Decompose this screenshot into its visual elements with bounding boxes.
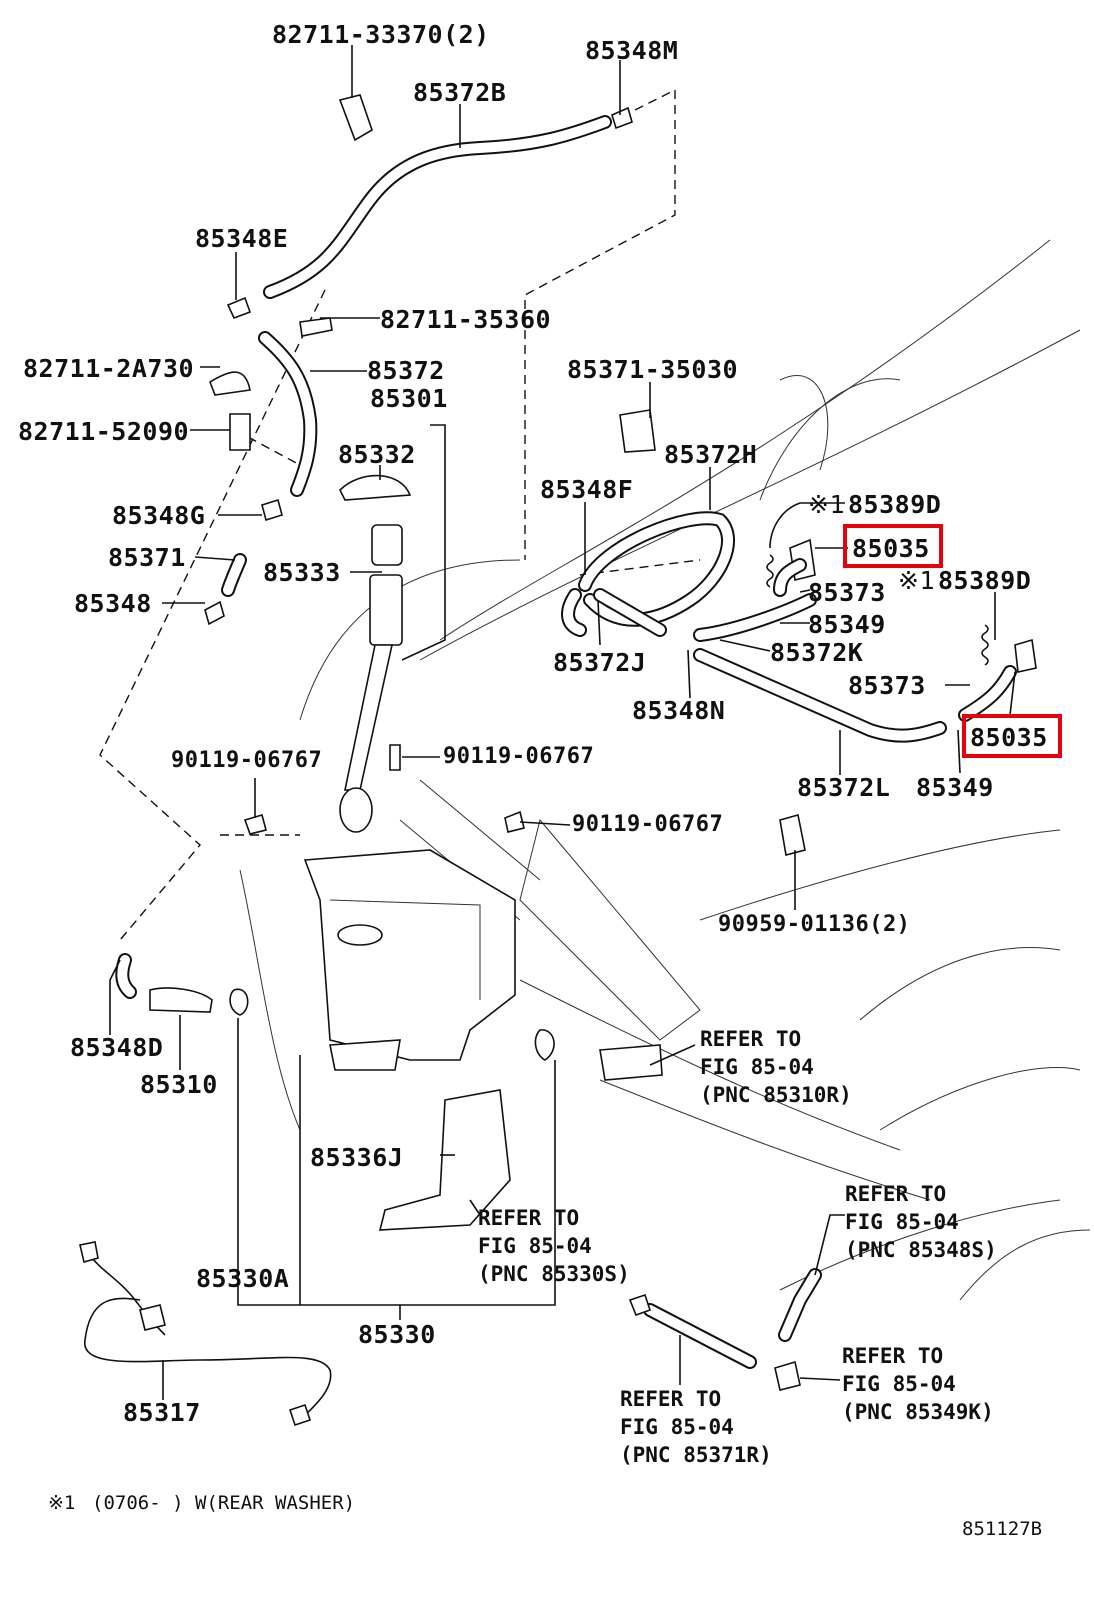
label-85372j: 85372J (553, 648, 647, 677)
label-85348f: 85348F (540, 475, 634, 504)
leader-lines (109, 45, 1016, 1400)
label-85333: 85333 (263, 558, 341, 587)
filler-neck (339, 524, 403, 833)
label-85332: 85332 (338, 440, 416, 469)
label-82711-52090: 82711-52090 (18, 417, 190, 446)
label-85330: 85330 (358, 1320, 436, 1349)
footnote-text: (0706- ) W(REAR WASHER) (92, 1492, 356, 1514)
ref-85349k-line1: REFER TO (842, 1344, 944, 1368)
label-85336j: 85336J (310, 1143, 404, 1172)
label-85373-b: 85373 (848, 671, 926, 700)
label-85372l: 85372L (797, 773, 891, 802)
label-85348: 85348 (74, 589, 152, 618)
label-90119-06767-a: 90119-06767 (171, 748, 323, 773)
label-85348d: 85348D (70, 1033, 164, 1062)
label-85371: 85371 (108, 543, 186, 572)
ref-note-85371r: REFER TO FIG 85-04 (PNC 85371R) (620, 1385, 772, 1469)
washer-tank (303, 849, 516, 1071)
tank-bracket (378, 1089, 511, 1231)
ref-note-85330s: REFER TO FIG 85-04 (PNC 85330S) (478, 1204, 630, 1288)
label-85371-35030: 85371-35030 (567, 355, 739, 384)
dashed-boundaries (99, 89, 701, 941)
ref-85310r-line2: FIG 85-04 (700, 1055, 814, 1079)
ref-85371r-line3: (PNC 85371R) (620, 1443, 772, 1467)
label-90119-06767-b: 90119-06767 (443, 744, 595, 769)
ref-note-85348s: REFER TO FIG 85-04 (PNC 85348S) (845, 1180, 997, 1264)
coil-springs (766, 554, 989, 666)
sensor-wire (79, 1241, 332, 1427)
ref-85310r-line3: (PNC 85310R) (700, 1083, 852, 1107)
note-mark-a: ※1 (808, 490, 845, 519)
label-82711-33370: 82711-33370(2) (272, 20, 490, 49)
label-85348m: 85348M (585, 36, 679, 65)
label-85389d-b: 85389D (938, 566, 1032, 595)
label-90959-01136: 90959-01136(2) (718, 912, 911, 937)
label-82711-2a730: 82711-2A730 (23, 354, 195, 383)
label-82711-35360: 82711-35360 (380, 305, 552, 334)
ref-85348s-line1: REFER TO (845, 1182, 947, 1206)
ref-note-85310r: REFER TO FIG 85-04 (PNC 85310R) (700, 1025, 852, 1109)
label-85035-a: 85035 (852, 534, 930, 563)
ref-85330s-line1: REFER TO (478, 1206, 580, 1230)
footnote-mark: ※1 (48, 1492, 76, 1514)
ref-85349k-line2: FIG 85-04 (842, 1372, 956, 1396)
label-85348g: 85348G (112, 501, 206, 530)
label-85389d-a: 85389D (848, 490, 942, 519)
label-85372: 85372 (367, 356, 445, 385)
small-part-glyphs (149, 94, 1037, 1391)
ref-85348s-line2: FIG 85-04 (845, 1210, 959, 1234)
note-mark-b: ※1 (898, 566, 935, 595)
label-85349-b: 85349 (916, 773, 994, 802)
label-85373-a: 85373 (808, 578, 886, 607)
label-85372k: 85372K (770, 638, 864, 667)
lower-hoses (628, 1268, 822, 1369)
upper-hoses (115, 115, 612, 999)
label-85317: 85317 (123, 1398, 201, 1427)
label-85301: 85301 (370, 384, 448, 413)
ref-85348s-line3: (PNC 85348S) (845, 1238, 997, 1262)
highlight-box-85035-b (962, 714, 1062, 758)
ref-85349k-line3: (PNC 85349K) (842, 1400, 994, 1424)
label-85035-b: 85035 (970, 723, 1048, 752)
diagram-id: 851127B (962, 1518, 1043, 1540)
nozzle-hoses (561, 511, 1017, 743)
ref-85330s-line3: (PNC 85330S) (478, 1262, 630, 1286)
label-85372h: 85372H (664, 440, 758, 469)
ref-85371r-line2: FIG 85-04 (620, 1415, 734, 1439)
vehicle-body-outline (239, 239, 1091, 1301)
label-85348n: 85348N (632, 696, 726, 725)
label-85349-a: 85349 (808, 610, 886, 639)
highlight-box-85035-a (843, 524, 943, 568)
label-85330a: 85330A (196, 1264, 290, 1293)
ref-note-85349k: REFER TO FIG 85-04 (PNC 85349K) (842, 1342, 994, 1426)
ref-85310r-line1: REFER TO (700, 1027, 802, 1051)
label-85310: 85310 (140, 1070, 218, 1099)
ref-85330s-line2: FIG 85-04 (478, 1234, 592, 1258)
label-90119-06767-c: 90119-06767 (572, 812, 724, 837)
ref-85371r-line1: REFER TO (620, 1387, 722, 1411)
label-85348e: 85348E (195, 224, 289, 253)
label-85372b: 85372B (413, 78, 507, 107)
